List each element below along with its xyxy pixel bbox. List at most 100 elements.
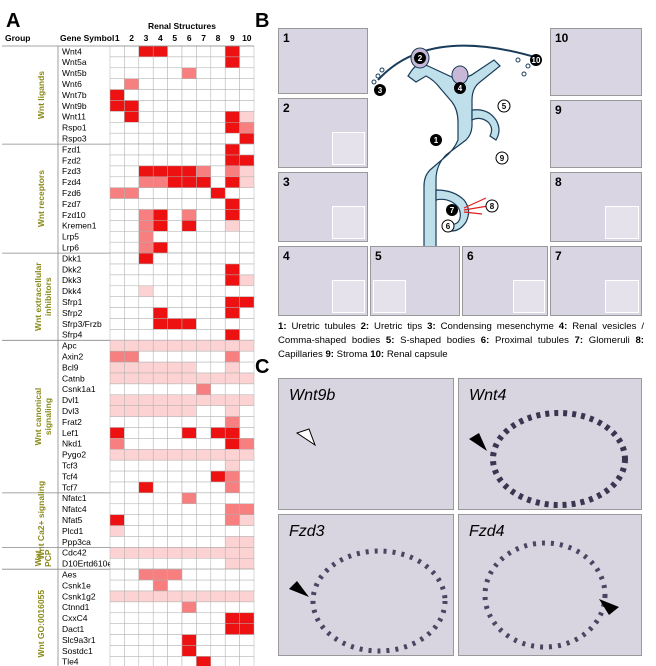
gene-symbol: D10Ertd610e (62, 559, 112, 569)
expression-cell (109, 252, 125, 265)
expression-cell (138, 198, 154, 210)
expression-cell (210, 568, 226, 581)
gene-symbol: Wnt4 (62, 46, 82, 56)
expression-cell (224, 252, 240, 265)
legend-number: 1: (278, 321, 292, 332)
expression-cell (210, 623, 226, 635)
expression-cell (181, 231, 197, 243)
svg-text:9: 9 (500, 154, 505, 163)
expression-cell (124, 165, 140, 178)
expression-cell (109, 307, 125, 319)
expression-cell (138, 318, 154, 330)
expression-cell (224, 220, 240, 232)
expression-cell (138, 220, 154, 232)
tile-number: 9 (555, 103, 562, 117)
expression-cell (196, 645, 212, 657)
expression-cell (181, 350, 197, 363)
expression-cell (181, 536, 197, 548)
expression-cell (167, 427, 183, 439)
gene-symbol: Dkk3 (62, 275, 82, 285)
expression-cell (239, 438, 255, 450)
expression-cell (239, 89, 255, 101)
expression-cell (167, 329, 183, 341)
expression-cell (124, 656, 140, 666)
expression-cell (152, 470, 168, 483)
expression-cell (196, 481, 212, 494)
expression-cell (210, 536, 226, 548)
expression-cell (181, 143, 197, 156)
legend-number: 7: (574, 335, 589, 346)
expression-cell (109, 56, 125, 69)
expression-cell (124, 263, 140, 276)
expression-cell (224, 340, 240, 352)
expression-cell (124, 56, 140, 69)
gene-symbol: Dkk4 (62, 286, 82, 296)
expression-cell (210, 612, 226, 624)
expression-cell (138, 241, 154, 254)
expression-cell (109, 176, 125, 188)
expression-cell (124, 220, 140, 232)
diagram-marker-2: 2 (414, 52, 426, 64)
expression-cell (210, 89, 226, 101)
expression-cell (224, 89, 240, 101)
svg-text:2: 2 (418, 54, 423, 63)
expression-cell (167, 89, 183, 101)
expression-cell (181, 220, 197, 232)
expression-cell (224, 165, 240, 178)
expression-cell (210, 220, 226, 232)
expression-cell (167, 449, 183, 461)
expression-cell (152, 198, 168, 210)
expression-cell (109, 459, 125, 472)
legend-text: Renal vesicles / Comma-shaped bodies (278, 321, 644, 346)
black-arrowhead-icon (469, 410, 628, 508)
expression-cell (109, 122, 125, 134)
expression-cell (224, 198, 240, 210)
expression-cell (181, 459, 197, 472)
tile-inset (331, 280, 365, 313)
expression-cell (210, 209, 226, 221)
expression-cell (138, 100, 154, 112)
group-label: Wnt ligands (36, 71, 46, 119)
expression-cell (109, 481, 125, 494)
gene-symbol: Sfrp1 (62, 297, 83, 307)
expression-cell (196, 220, 212, 232)
expression-cell (109, 405, 125, 417)
expression-cell (124, 449, 140, 461)
expression-cell (124, 601, 140, 614)
expression-cell (124, 285, 140, 297)
expression-cell (210, 634, 226, 646)
expression-cell (167, 470, 183, 483)
expression-cell (109, 241, 125, 254)
gene-symbol: Csnk1e (62, 580, 91, 590)
expression-cell (239, 78, 255, 90)
expression-cell (181, 623, 197, 635)
group-label: WntPCP (33, 549, 53, 567)
expression-cell (167, 78, 183, 90)
gene-symbol: Wnt7b (62, 90, 87, 100)
expression-cell (196, 45, 212, 58)
expression-cell (152, 459, 168, 472)
expression-cell (224, 449, 240, 461)
expression-cell (109, 340, 125, 352)
gene-symbol: Apc (62, 341, 77, 351)
expression-cell (167, 558, 183, 570)
expression-cell (124, 187, 140, 199)
gene-symbol: Catnb (62, 373, 85, 383)
expression-cell (196, 438, 212, 450)
gene-symbol: Nkd1 (62, 439, 82, 449)
expression-cell (138, 296, 154, 308)
col-header: 1 (115, 33, 120, 43)
expression-cell (181, 601, 197, 614)
expression-cell (239, 547, 255, 559)
expression-cell (167, 263, 183, 276)
expression-cell (181, 645, 197, 657)
expression-cell (124, 340, 140, 352)
svg-text:4: 4 (458, 84, 463, 93)
expression-cell (167, 405, 183, 417)
expression-cell (224, 285, 240, 297)
expression-cell (224, 459, 240, 472)
expression-cell (239, 45, 255, 58)
in-situ-wnt4: Wnt4 (458, 378, 642, 510)
expression-cell (109, 154, 125, 167)
expression-cell (196, 143, 212, 156)
